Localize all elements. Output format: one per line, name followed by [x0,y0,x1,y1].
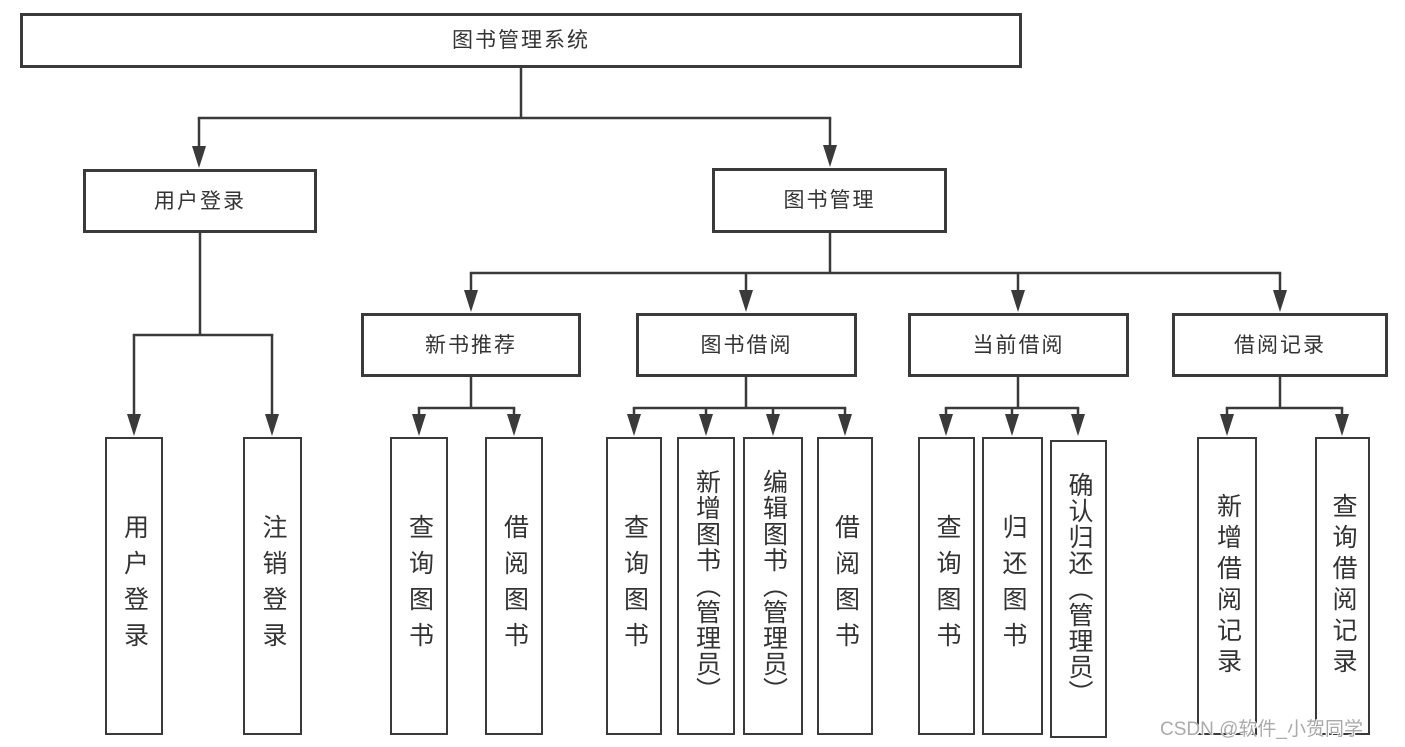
node-label: 借阅图书 [831,514,860,658]
node-user-login: 用户登录 [83,169,317,233]
node-label: 借阅记录 [1234,333,1326,357]
node-leaf-edit-books-admin: 编辑图书（管理员） [743,437,803,735]
node-leaf-query-books-2: 查询图书 [606,437,662,735]
node-new-book-recommend: 新书推荐 [361,313,581,377]
node-label: 查询图书 [405,514,434,658]
node-book-management: 图书管理 [712,168,947,233]
node-label: 图书借阅 [700,333,793,357]
node-label: 借阅图书 [500,514,529,658]
node-label: 注销登录 [259,514,287,658]
node-label: 当前借阅 [972,333,1065,357]
connector-current-borrow-children [939,377,1085,436]
connector-borrow-records-children [1220,377,1349,436]
node-label: 查询借阅记录 [1329,493,1357,679]
connector-root-to-level2 [192,66,837,168]
node-leaf-logout: 注销登录 [243,437,302,735]
node-label: 查询图书 [620,514,649,658]
node-current-borrowing: 当前借阅 [908,313,1129,377]
node-leaf-borrow-books-1: 借阅图书 [485,437,543,735]
node-label: 归还图书 [999,514,1027,658]
connector-user-login-children [127,233,279,436]
connector-book-borrow-children [627,377,852,436]
node-library-management-system: 图书管理系统 [20,13,1022,68]
node-label: 编辑图书（管理员） [759,469,788,703]
connector-new-books-children [412,377,521,436]
node-leaf-return-books: 归还图书 [982,437,1043,735]
connector-book-mgmt-children [464,233,1287,312]
node-leaf-user-login: 用户登录 [105,437,163,735]
node-leaf-borrow-books-2: 借阅图书 [817,437,873,735]
node-label: 新增借阅记录 [1213,493,1242,679]
node-leaf-confirm-return-admin: 确认归还（管理员） [1050,440,1107,738]
node-label: 新增图书（管理员） [692,469,721,703]
node-label: 用户登录 [154,189,246,213]
node-label: 用户登录 [120,514,149,658]
node-leaf-add-books-admin: 新增图书（管理员） [677,437,735,735]
csdn-watermark: CSDN @软件_小贺同学 [1160,719,1363,740]
node-label: 确认归还（管理员） [1065,472,1093,706]
node-leaf-query-books-3: 查询图书 [918,437,975,735]
node-leaf-query-books-1: 查询图书 [390,437,448,735]
node-label: 新书推荐 [425,333,517,357]
node-label: 图书管理 [783,189,876,212]
node-book-borrowing: 图书借阅 [636,313,857,377]
node-borrowing-records: 借阅记录 [1172,313,1388,377]
node-leaf-query-borrow-record: 查询借阅记录 [1315,437,1370,735]
node-label: 查询图书 [933,514,961,658]
node-leaf-add-borrow-record: 新增借阅记录 [1197,437,1257,735]
node-label: 图书管理系统 [452,29,590,52]
